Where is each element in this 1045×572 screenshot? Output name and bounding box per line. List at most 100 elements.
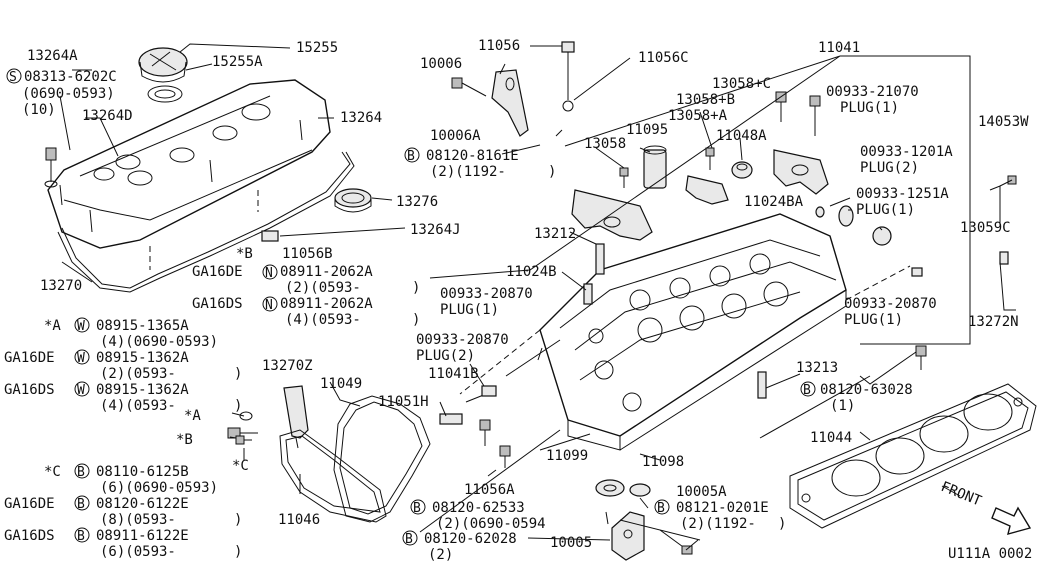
label-ga16de-3: GA16DE [4,496,55,512]
label-13058-c: 13058+C [712,76,771,92]
camshaft-sprocket-plug [731,161,753,179]
label-08915-1362A-b: 08915-1362A [96,382,189,398]
paren-7: ) [548,164,556,180]
oil-filler-cap [138,47,188,83]
label-plug-1c: PLUG(1) [856,202,915,218]
prefix-b7: B [657,501,665,516]
label-08915a-qty: (4)(0690-0593) [100,334,218,350]
hydraulic-lifter [643,145,667,189]
label-10006A: 10006A [430,128,481,144]
label-10006: 10006 [420,56,462,72]
label-08120-8161-qty: (2)(1192- [430,164,506,180]
label-13272N: 13272N [968,314,1019,330]
label-13270: 13270 [40,278,82,294]
water-outlet-housing [279,429,387,523]
prefix-b8: B [803,383,811,398]
label-plug-1d: PLUG(1) [844,312,903,328]
prefix-w3: W [77,383,85,398]
prefix-b3: B [77,529,85,544]
label-08120-63028-qty: (1) [830,398,855,414]
label-08313-qty: (0690-0593) [22,86,115,102]
label-08915c-qty: (4)(0593- [100,398,176,414]
label-plug-2a: PLUG(2) [416,348,475,364]
front-arrow [991,506,1032,535]
label-11041: 11041 [818,40,860,56]
label-08915-1362A-a: 08915-1362A [96,350,189,366]
label-08120-62533-qty: (2)(0690-0594 [436,516,546,532]
label-13270Z: 13270Z [262,358,313,374]
label-11099: 11099 [546,448,588,464]
label-11046: 11046 [278,512,320,528]
label-15255: 15255 [296,40,338,56]
label-11056: 11056 [478,38,520,54]
label-08121-0201E: 08121-0201E [676,500,769,516]
paren-1: ) [412,280,420,296]
cam-bracket-rear [773,149,829,195]
label-10005A: 10005A [676,484,727,500]
label-08911-6122-qty: (6)(0593- [100,544,176,560]
label-08120-62028: 08120-62028 [424,531,517,547]
engine-hanger-bracket [451,69,529,137]
prefix-b6: B [405,532,413,547]
label-star-b: *B [236,246,253,262]
label-13264J: 13264J [410,222,461,238]
prefix-n1: N [265,266,273,281]
label-08120-8161E: 08120-8161E [426,148,519,164]
label-ga16ds-2: GA16DS [4,382,55,398]
label-13264D: 13264D [82,108,133,124]
cam-bracket-front [571,189,653,241]
prefix-s: S [9,70,17,85]
leader-lines [59,43,1016,551]
label-00933-1251A: 00933-1251A [856,186,949,202]
label-00933-21070: 00933-21070 [826,84,919,100]
paren-6: ) [234,544,242,560]
label-13059C: 13059C [960,220,1011,236]
label-08911-2062A-b: 08911-2062A [280,296,373,312]
label-10005: 10005 [550,535,592,551]
label-ga16de-1: GA16DE [192,264,243,280]
thermostat-bolts [227,411,511,468]
label-00933-20870-a: 00933-20870 [440,286,533,302]
diagram-id: U111A 0002 [948,546,1032,562]
label-ga16de-2: GA16DE [4,350,55,366]
paren-4: ) [234,398,242,414]
label-08110-6125B: 08110-6125B [96,464,189,480]
label-11041B: 11041B [428,366,479,382]
label-13213: 13213 [796,360,838,376]
spark-plug-tubes [465,243,767,403]
rocker-shim [261,230,279,242]
label-08120-6122-qty: (8)(0593- [100,512,176,528]
label-plug-1a: PLUG(1) [440,302,499,318]
label-plug-1b: PLUG(1) [840,100,899,116]
paren-2: ) [412,312,420,328]
label-08121-qty: (2)(1192- [680,516,756,532]
oil-seal [334,188,372,213]
label-plug-2b: PLUG(2) [860,160,919,176]
cam-bracket-mid [685,175,729,205]
label-13212: 13212 [534,226,576,242]
label-00933-20870-b: 00933-20870 [416,332,509,348]
label-11095: 11095 [626,122,668,138]
label-13264: 13264 [340,110,382,126]
prefix-b2: B [77,497,85,512]
label-13058: 13058 [584,136,626,152]
cylinder-head [459,213,911,451]
label-08313-6202C: 08313-6202C [24,69,117,85]
label-star-c-1: *C [44,464,61,480]
label-11056A: 11056A [464,482,515,498]
core-plugs [815,205,1009,277]
label-13264A: 13264A [27,48,78,64]
oil-filler-gasket [147,85,183,103]
label-11051H: 11051H [378,394,429,410]
prefix-b1: B [77,465,85,480]
rocker-cover-gasket [57,151,355,293]
label-08110-qty: (6)(0690-0593) [100,480,218,496]
label-ga16ds-3: GA16DS [4,528,55,544]
label-11048A: 11048A [716,128,767,144]
label-08911-a-qty: (2)(0593- [285,280,361,296]
label-08915-1365A: 08915-1365A [96,318,189,334]
label-star-a-1: *A [44,318,61,334]
label-13058-b: 13058+B [676,92,735,108]
front-label: FRONT [939,479,985,510]
label-11056C: 11056C [638,50,689,66]
